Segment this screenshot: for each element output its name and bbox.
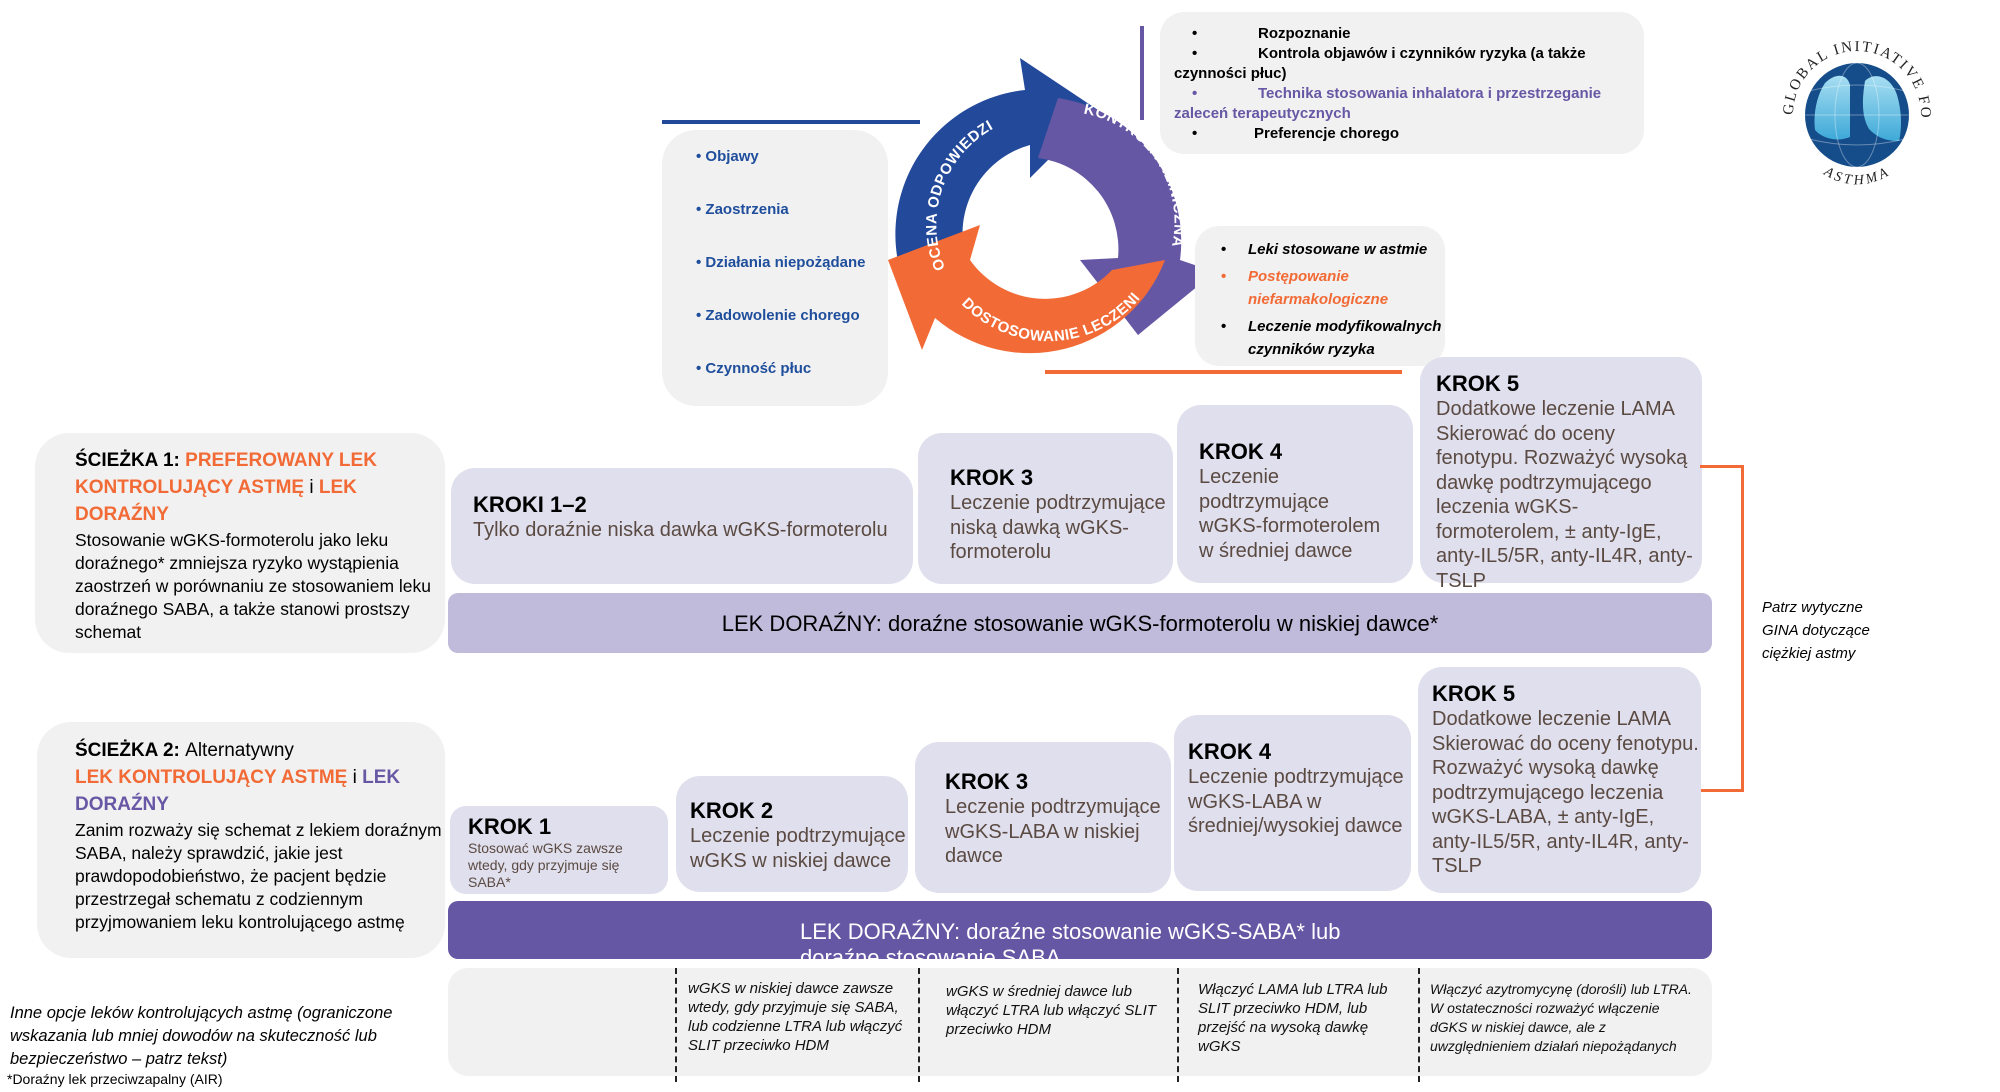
track2-step-2: KROK 2 Leczenie podtrzymujące wGKS w nis… — [676, 776, 908, 892]
other-options-label: Inne opcje leków kontrolujących astmę (o… — [10, 1004, 393, 1068]
track2-description: Zanim rozważy się schemat z lekiem doraź… — [75, 820, 442, 932]
track1-description: Stosowanie wGKS-formoterolu jako leku do… — [75, 530, 432, 642]
review-item: Objawy — [696, 148, 888, 165]
divider — [1177, 968, 1179, 1082]
track2-step-4: KROK 4 Leczenie podtrzymujące wGKS-LABA … — [1174, 715, 1411, 891]
review-item: Zadowolenie chorego — [696, 307, 888, 324]
review-response-panel: Objawy Zaostrzenia Działania niepożądane… — [662, 130, 888, 406]
review-item: Czynność płuc — [696, 360, 888, 377]
adjust-panel: •Leki stosowane w astmie •Postępowanie n… — [1195, 226, 1445, 366]
other-option-step3: wGKS w średniej dawce lub włączyć LTRA l… — [946, 983, 1157, 1038]
track2-panel: ŚCIEŻKA 2: Alternatywny LEK KONTROLUJĄCY… — [37, 722, 445, 958]
track1-reliever-bar: LEK DORAŹNY: doraźne stosowanie wGKS-for… — [448, 593, 1712, 653]
adjust-item: •Leki stosowane w astmie — [1221, 241, 1428, 258]
track1-panel: ŚCIEŻKA 1: PREFEROWANY LEK KONTROLUJĄCY … — [35, 433, 445, 653]
assess-item: •Technika stosowania inhalatora i przest… — [1174, 85, 1602, 122]
review-connector-line — [662, 120, 920, 124]
track1-step-5: KROK 5 Dodatkowe leczenie LAMA Skierować… — [1420, 357, 1702, 592]
cycle-arrow-adjust-treatment — [888, 225, 1165, 354]
track2-step-5: KROK 5 Dodatkowe leczenie LAMA Skierować… — [1418, 667, 1701, 893]
assess-connector-line — [1140, 26, 1144, 120]
adjust-list: •Leki stosowane w astmie •Postępowanie n… — [1203, 238, 1445, 361]
track2-step-3: KROK 3 Leczenie podtrzymujące wGKS-LABA … — [915, 742, 1171, 893]
severe-bracket-bottom — [1700, 789, 1744, 792]
other-option-step4: Włączyć LAMA lub LTRA lub SLIT przeciwko… — [1198, 981, 1388, 1055]
other-options-panel — [448, 968, 1712, 1076]
assess-panel: •Rozpoznanie •Kontrola objawów i czynnik… — [1160, 12, 1644, 154]
assess-list: •Rozpoznanie •Kontrola objawów i czynnik… — [1174, 24, 1644, 144]
track1-heading: ŚCIEŻKA 1: PREFEROWANY LEK KONTROLUJĄCY … — [75, 450, 377, 525]
adjust-item: •Postępowanie niefarmakologiczne — [1221, 268, 1389, 308]
assess-item: •Rozpoznanie — [1192, 25, 1351, 42]
severe-bracket-vertical — [1741, 465, 1744, 792]
track1-step-1-2: KROKI 1–2 Tylko doraźnie niska dawka wGK… — [451, 468, 913, 584]
track2-reliever-text: LEK DORAŹNY: doraźne stosowanie wGKS-SAB… — [800, 919, 1341, 959]
other-option-step2: wGKS w niskiej dawce zawsze wtedy, gdy p… — [688, 980, 903, 1054]
track2-reliever-bar: LEK DORAŹNY: doraźne stosowanie wGKS-SAB… — [448, 901, 1712, 959]
review-item: Działania niepożądane — [696, 254, 888, 271]
track1-reliever-text: LEK DORAŹNY: doraźne stosowanie wGKS-for… — [721, 611, 1439, 636]
severe-asthma-note: Patrz wytyczne GINA dotyczące ciężkiej a… — [1762, 599, 1870, 662]
track1-step-3: KROK 3 Leczenie podtrzymujące niską dawk… — [918, 433, 1173, 584]
gina-logo: GLOBAL INITIATIVE FOR ASTHMA — [1765, 25, 1931, 189]
lung-left-icon — [1814, 75, 1850, 140]
footnote: *Doraźny lek przeciwzapalny (AIR) — [7, 1071, 223, 1087]
divider — [675, 968, 677, 1082]
divider — [1418, 968, 1420, 1082]
severe-bracket-top — [1700, 465, 1744, 468]
adjust-item: •Leczenie modyfikowalnych czynników ryzy… — [1221, 318, 1442, 358]
adjust-connector-line — [1045, 370, 1402, 374]
track1-step-4: KROK 4 Leczenie podtrzymujące wGKS-formo… — [1177, 405, 1413, 583]
lung-right-icon — [1862, 76, 1901, 141]
review-list: Objawy Zaostrzenia Działania niepożądane… — [696, 148, 888, 377]
track2-heading: ŚCIEŻKA 2: Alternatywny LEK KONTROLUJĄCY… — [75, 740, 401, 815]
management-cycle: OCENA ODPOWIEDZI KONTROLA KLINICZNA DOST… — [880, 50, 1210, 354]
review-item: Zaostrzenia — [696, 201, 888, 218]
other-option-step5: Włączyć azytromycynę (dorośli) lub LTRA.… — [1430, 981, 1692, 1054]
divider — [918, 968, 920, 1082]
assess-item: •Preferencje chorego — [1192, 125, 1400, 142]
cycle-arrow-clinical-control — [1038, 98, 1210, 335]
assess-item: •Kontrola objawów i czynników ryzyka (a … — [1174, 45, 1586, 82]
logo-bottom-text: ASTHMA — [1821, 164, 1894, 189]
track2-step-1: KROK 1 Stosować wGKS zawsze wtedy, gdy p… — [450, 806, 668, 894]
